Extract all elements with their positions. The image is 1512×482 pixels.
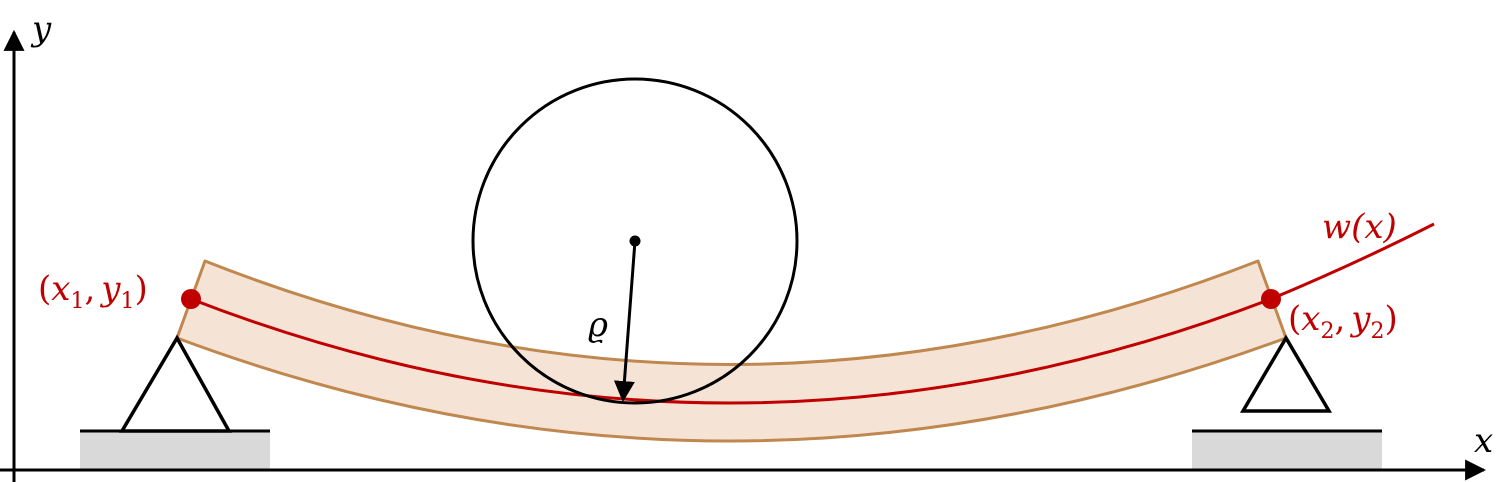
deflection-curve <box>190 222 1435 405</box>
left-support-triangle <box>118 334 232 433</box>
left-support-base <box>80 431 270 471</box>
x-axis-label: x <box>1474 421 1493 461</box>
y-axis-label: y <box>30 9 52 49</box>
right-support-triangle <box>1239 334 1333 413</box>
curve-label: w(x) <box>1322 207 1397 247</box>
radius-arrow <box>613 240 637 403</box>
point-1-label: (x1,y1) <box>38 269 148 314</box>
right-support-base <box>1192 431 1382 471</box>
curvature-circle <box>471 77 799 405</box>
point-1-marker <box>181 289 201 309</box>
point-2-marker <box>1261 289 1281 309</box>
point-2-label: (x2,y2) <box>1288 299 1398 344</box>
radius-label: ϱ <box>588 305 608 345</box>
